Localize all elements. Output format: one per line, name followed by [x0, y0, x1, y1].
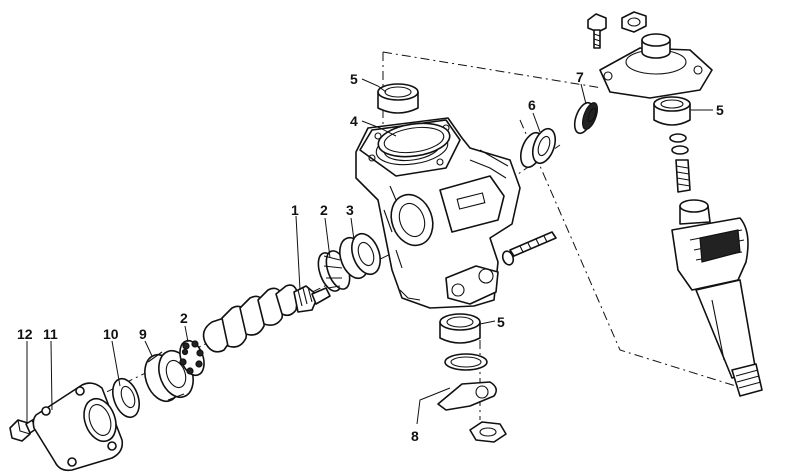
- adjuster-bolt: [501, 231, 557, 266]
- callout-3: 3: [346, 202, 354, 218]
- callout-labels: 1 2 3 4 5 6 7 5 5 8 2 9 10 11 12: [17, 69, 724, 444]
- callout-1: 1: [291, 202, 299, 218]
- callout-7: 7: [576, 69, 584, 85]
- lower-seal-ring: [444, 353, 488, 371]
- bearing-cup-part-3: [339, 232, 381, 280]
- callout-2-upper: 2: [320, 202, 328, 218]
- callout-5-top: 5: [350, 71, 358, 87]
- cover-bolt: [587, 13, 607, 49]
- needle-bearing-part-5-right: [653, 96, 691, 126]
- callout-5-right: 5: [716, 102, 724, 118]
- callout-11: 11: [43, 326, 58, 342]
- adjuster-washers: [669, 133, 691, 193]
- top-cover: [599, 33, 713, 99]
- leader-lines: [26, 78, 713, 425]
- lock-washer-part-8: [437, 381, 498, 411]
- ball-bearing-part-2-lower: [179, 339, 205, 377]
- callout-8: 8: [411, 428, 419, 444]
- bearing-part-6: [519, 127, 557, 169]
- callout-2-lower: 2: [180, 310, 188, 326]
- callout-12: 12: [17, 326, 33, 342]
- needle-bearing-part-5-bottom: [439, 313, 481, 344]
- callout-9: 9: [139, 326, 147, 342]
- callout-4: 4: [350, 113, 358, 129]
- callout-10: 10: [103, 326, 119, 342]
- seal-part-7: [573, 101, 598, 135]
- worm-shaft-part-1: [202, 284, 331, 353]
- callout-6: 6: [528, 97, 536, 113]
- pitman-nut: [469, 421, 507, 443]
- needle-bearing-part-5-top: [377, 83, 419, 114]
- sector-shaft: [671, 199, 763, 397]
- cover-nut: [621, 11, 647, 33]
- gasket-part-4: [377, 122, 451, 158]
- flange-plate-part-11: [32, 382, 124, 472]
- callout-5-bottom: 5: [497, 314, 505, 330]
